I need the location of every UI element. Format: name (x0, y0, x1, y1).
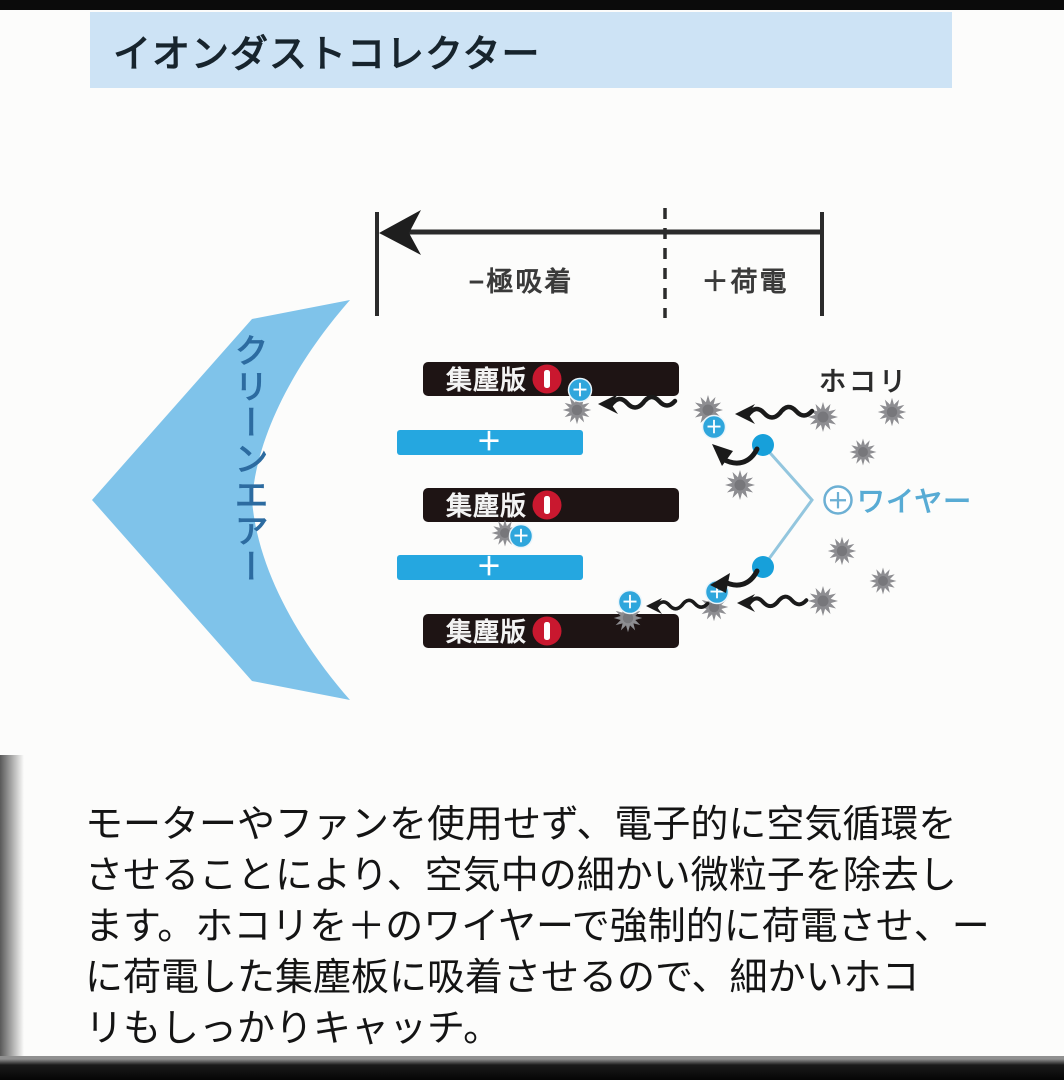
title-bar: イオンダストコレクター (90, 12, 952, 88)
wavy-arrow-icon (737, 594, 806, 612)
description-line: リもしっかりキャッチ。 (85, 1008, 502, 1050)
wire-group: ＋ ワイヤー (752, 434, 972, 578)
bottom-letterbox (0, 1056, 1064, 1080)
dust-particle (869, 567, 897, 595)
dust-particle (849, 438, 877, 466)
positive-bar-plus: ＋ (476, 428, 501, 456)
description-line: ます。ホコリを＋のワイヤーで強制的に荷電させ、ー (85, 906, 990, 948)
wire-label: ワイヤー (857, 486, 972, 517)
clean-air-arrow-icon (92, 300, 350, 700)
description-line: モーターやファンを使用せず、電子的に空気循環を (85, 804, 957, 846)
minus-badge-icon (544, 496, 550, 514)
dust-particle (827, 536, 857, 566)
collector-plate-3: 集塵版 (423, 614, 679, 648)
dust-particle (725, 470, 755, 500)
dust-label: ホコリ (819, 367, 909, 397)
dust-particle (808, 402, 838, 432)
collector-plate-1: 集塵版 (423, 362, 679, 396)
charged-dust-plus (567, 377, 593, 403)
positive-bar-2: ＋ (397, 553, 583, 581)
wire-line (761, 444, 814, 568)
positive-bar-plus: ＋ (476, 553, 501, 581)
plate-label: 集塵版 (445, 491, 527, 521)
curved-arrow-bottom-icon (710, 568, 760, 593)
curved-arrowhead (710, 573, 730, 593)
ruler-right-label: ＋荷電 (702, 267, 789, 297)
positive-bar-1: ＋ (397, 428, 583, 456)
wavy-arrow-icon (735, 404, 812, 424)
collector-plate-2: 集塵版 (423, 488, 679, 522)
wavy-arrow-icon (644, 596, 710, 616)
ruler-left-label: −極吸着 (469, 266, 574, 297)
description-line: に荷電した集塵板に吸着させるので、細かいホコ (85, 957, 920, 999)
positive-bar (397, 555, 583, 580)
curved-arrow-line (720, 446, 760, 466)
minus-badge-icon (544, 370, 550, 388)
curved-arrow-top-icon (712, 444, 760, 466)
wavy-arrow-icon (598, 394, 675, 414)
plate-label: 集塵版 (445, 617, 527, 647)
description-line: させることにより、空気中の細かい微粒子を除去し (85, 855, 957, 897)
dust-particle (877, 397, 907, 427)
charged-dust-plus (701, 414, 727, 440)
dust-particle (808, 586, 838, 616)
top-letterbox (0, 0, 1064, 10)
description-text: モーターやファンを使用せず、電子的に空気循環を させることにより、空気中の細かい… (85, 800, 995, 1055)
curved-arrowhead (712, 444, 733, 466)
page-title: イオンダストコレクター (113, 33, 541, 76)
charged-dust-plus (617, 589, 643, 615)
wire-plus-circle-icon (823, 485, 853, 515)
flow-ruler: −極吸着 ＋荷電 (375, 208, 824, 318)
left-edge-vignette (0, 755, 24, 1056)
left-arrowhead-icon (379, 210, 421, 255)
positive-bar (397, 430, 583, 455)
clean-air-label: クリーンエアー (229, 333, 267, 585)
plate-label: 集塵版 (445, 365, 527, 395)
charged-dust-plus (508, 523, 534, 549)
minus-badge-icon (544, 622, 550, 640)
wire-plus-icon: ＋ (828, 490, 849, 513)
